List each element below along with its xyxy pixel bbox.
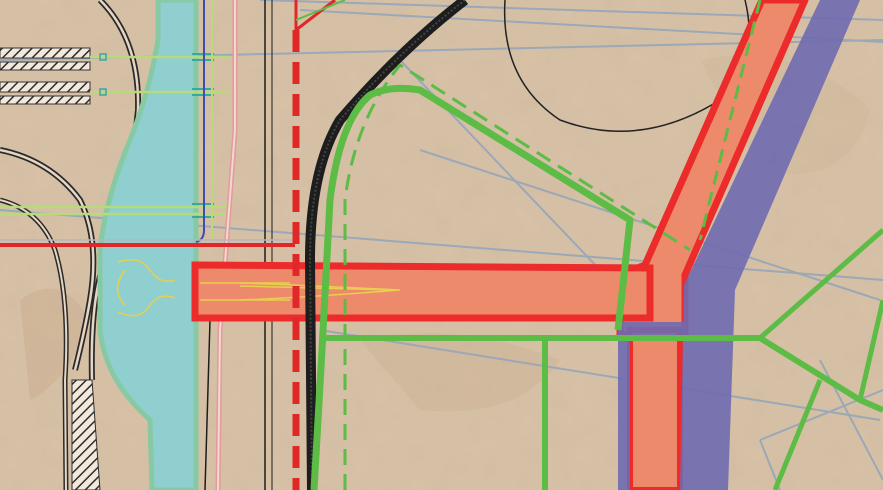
crossing-node (99, 88, 107, 96)
corridor-horizontal (191, 261, 654, 322)
canal-crossings (0, 55, 230, 216)
corridor-lower (627, 327, 683, 490)
hatched-platforms (0, 47, 91, 105)
blue-corridor (680, 0, 860, 490)
green-top-line (295, 0, 346, 21)
red-top-line (294, 0, 336, 32)
terrain-patch (360, 333, 560, 412)
green-routes (310, 0, 883, 490)
yellow-markings (116, 259, 401, 317)
terrain-patch (20, 288, 90, 400)
hatched-strip (71, 379, 101, 490)
crossing-node (99, 53, 107, 61)
rail-line (304, 0, 469, 490)
